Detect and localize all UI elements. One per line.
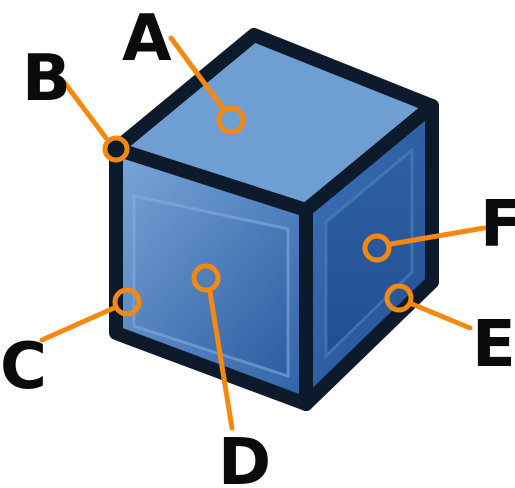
callout-d-leader xyxy=(207,289,235,431)
callout-e-leader xyxy=(409,301,473,331)
callout-c-leader xyxy=(39,305,117,343)
callout-a-leader xyxy=(168,35,225,110)
callout-e: E xyxy=(384,283,515,382)
callout-d: D xyxy=(191,263,271,488)
cube-front-inner-panel xyxy=(132,194,290,379)
callout-f-letter: F xyxy=(480,188,515,262)
callout-f: F xyxy=(362,188,515,263)
callout-b: B xyxy=(22,42,130,163)
callout-a: A xyxy=(122,2,246,135)
callout-c-letter: C xyxy=(0,330,47,404)
callout-e-letter: E xyxy=(472,308,515,382)
callout-c-marker xyxy=(112,287,142,317)
callout-f-marker xyxy=(362,233,392,263)
callout-b-marker xyxy=(102,135,130,163)
callout-d-letter: D xyxy=(218,426,271,488)
callout-a-letter: A xyxy=(122,2,172,76)
cube-side-inner-panel xyxy=(324,146,414,360)
callout-e-marker xyxy=(384,283,414,313)
callout-b-leader xyxy=(61,79,109,141)
cube xyxy=(109,28,439,411)
callout-c: C xyxy=(0,287,142,404)
callout-a-marker xyxy=(216,105,246,135)
callout-b-letter: B xyxy=(22,42,71,116)
callout-d-marker xyxy=(191,263,221,293)
callout-f-leader xyxy=(388,225,487,247)
